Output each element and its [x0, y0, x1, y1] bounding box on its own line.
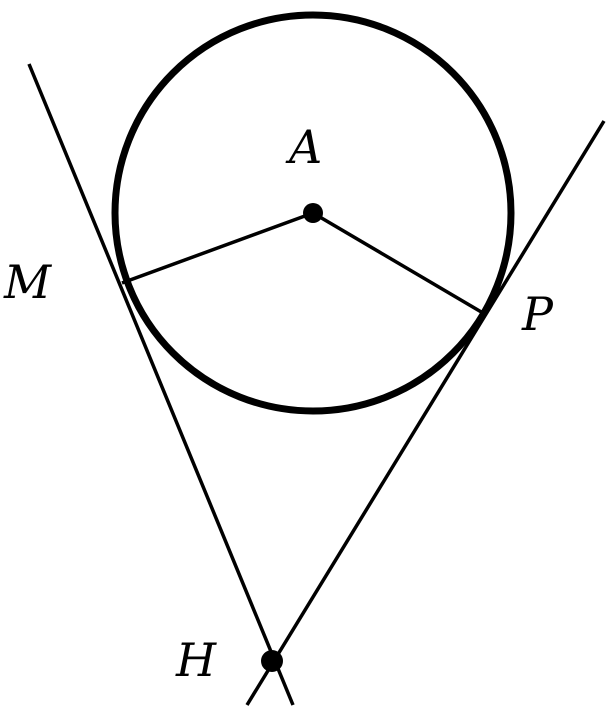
- label-m: M: [3, 255, 53, 309]
- circle: [111, 11, 515, 415]
- radius-ap: [312, 211, 484, 315]
- label-h: H: [175, 633, 217, 687]
- label-a: A: [285, 120, 322, 174]
- point-h: [261, 650, 283, 672]
- label-p: P: [521, 287, 554, 341]
- tangent-line-hp: [245, 120, 606, 706]
- point-a: [303, 203, 323, 223]
- radius-am: [121, 211, 314, 285]
- tangent-line-hm: [27, 63, 295, 706]
